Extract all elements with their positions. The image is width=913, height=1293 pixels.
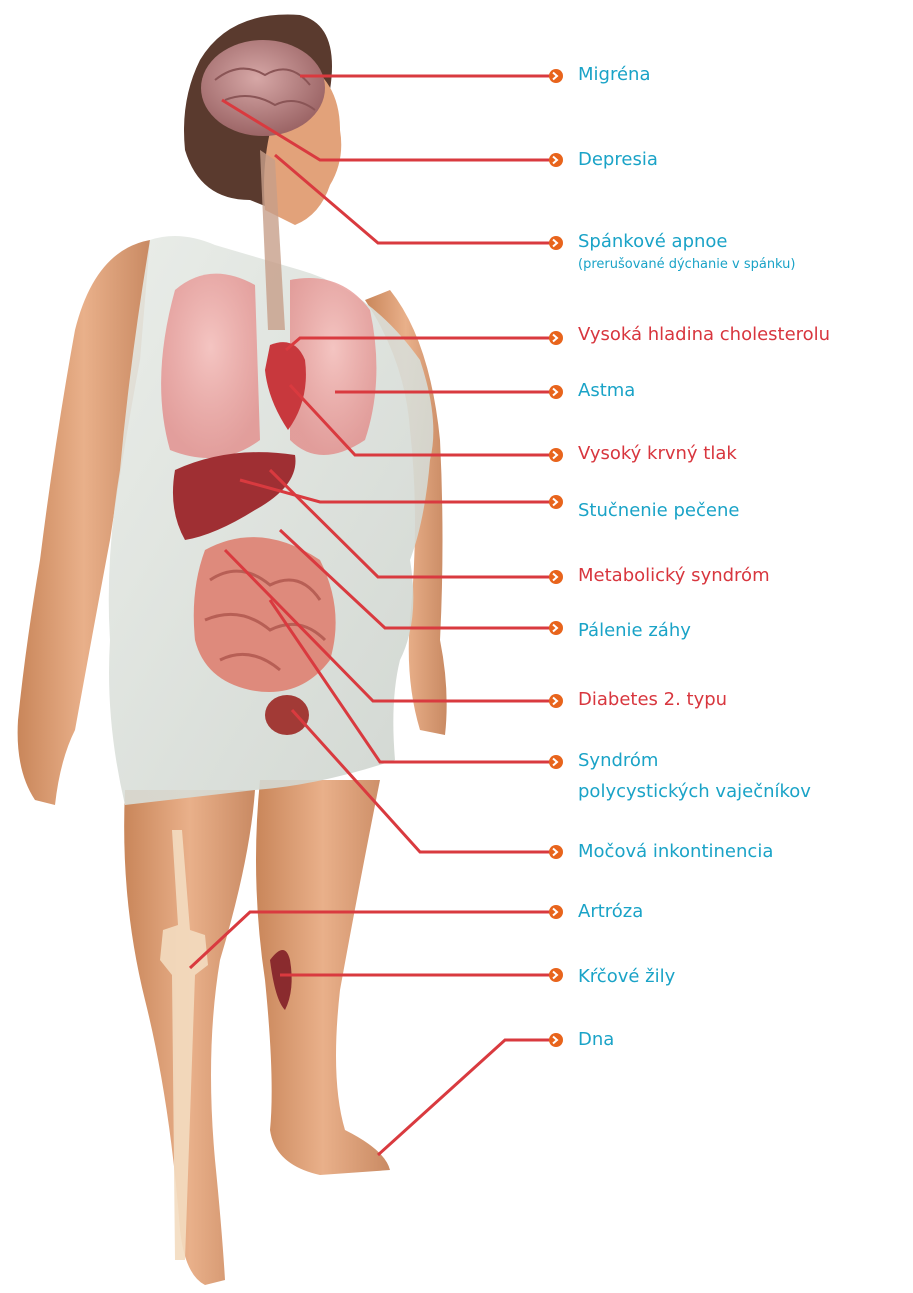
arrow-dot-icon: [549, 448, 563, 462]
leader-line-artroza: [190, 912, 552, 968]
leader-line-stucnenie-pecene: [240, 480, 552, 502]
label-metabolicky-syndrom: Metabolický syndróm: [578, 565, 770, 587]
leader-line-syndrom-vajecnikov: [270, 600, 552, 762]
leader-line-krvny-tlak: [290, 385, 552, 455]
leader-line-dna: [378, 1040, 552, 1155]
label-krvny-tlak: Vysoký krvný tlak: [578, 443, 737, 465]
label-dna: Dna: [578, 1029, 614, 1051]
label-diabetes: Diabetes 2. typu: [578, 689, 727, 711]
label-astma: Astma: [578, 380, 635, 402]
leader-line-depresia: [222, 100, 552, 160]
label-cholesterol: Vysoká hladina cholesterolu: [578, 324, 830, 346]
label-migrena: Migréna: [578, 64, 650, 86]
leader-line-mocova-inkontinencia: [292, 710, 552, 852]
arrow-dot-icon: [549, 694, 563, 708]
arrow-dot-icon: [549, 905, 563, 919]
label-syndrom-vajecnikov-2: polycystických vaječníkov: [578, 781, 811, 803]
arrow-dot-icon: [549, 495, 563, 509]
label-stucnenie-pecene: Stučnenie pečene: [578, 500, 739, 522]
label-depresia: Depresia: [578, 149, 658, 171]
arrow-dot-icon: [549, 331, 563, 345]
label-syndrom-vajecnikov: Syndróm: [578, 750, 658, 772]
arrow-dot-icon: [549, 69, 563, 83]
arrow-dot-icon: [549, 755, 563, 769]
arrow-dot-icon: [549, 153, 563, 167]
leader-line-diabetes: [225, 550, 552, 701]
leader-line-spankove-apnoe: [275, 155, 552, 243]
leader-line-palenie-zahy: [280, 530, 552, 628]
arrow-dot-icon: [549, 1033, 563, 1047]
arrow-dot-icon: [549, 570, 563, 584]
label-artroza: Artróza: [578, 901, 643, 923]
arrow-dot-icon: [549, 385, 563, 399]
label-palenie-zahy: Pálenie záhy: [578, 620, 691, 642]
label-mocova-inkontinencia: Močová inkontinencia: [578, 841, 773, 863]
arrow-dot-icon: [549, 621, 563, 635]
label-krcove-zily: Kŕčové žily: [578, 966, 675, 988]
arrow-dot-icon: [549, 845, 563, 859]
label-spankove-apnoe: Spánkové apnoe: [578, 231, 727, 253]
arrow-dot-icon: [549, 968, 563, 982]
arrow-dot-icon: [549, 236, 563, 250]
label-spankove-apnoe-sub: (prerušované dýchanie v spánku): [578, 257, 796, 273]
leader-line-cholesterol: [286, 338, 552, 350]
